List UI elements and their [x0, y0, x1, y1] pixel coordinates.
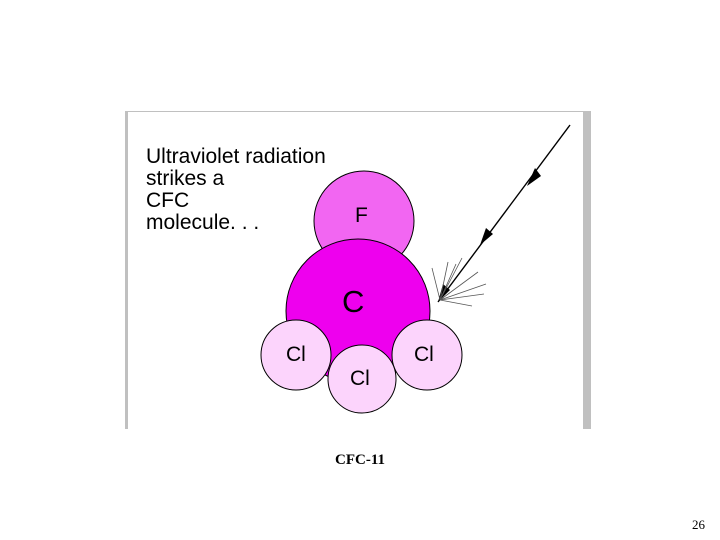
impact-burst-icon [431, 257, 487, 307]
page-number: 26 [692, 517, 705, 532]
chlorine-right-label: Cl [414, 343, 434, 366]
chlorine-left-label: Cl [286, 343, 306, 366]
fluorine-label: F [355, 204, 368, 227]
slide-caption: CFC-11 [335, 452, 385, 468]
chlorine-atom-left [260, 319, 332, 391]
diagram-caption: Ultraviolet radiation strikes a CFC mole… [146, 145, 326, 234]
uv-ray-arrow-icon [437, 124, 571, 303]
chlorine-atom-right [391, 319, 463, 391]
chlorine-middle-label: Cl [350, 367, 370, 390]
carbon-label: C [342, 284, 365, 319]
chlorine-atom-middle [327, 344, 397, 414]
